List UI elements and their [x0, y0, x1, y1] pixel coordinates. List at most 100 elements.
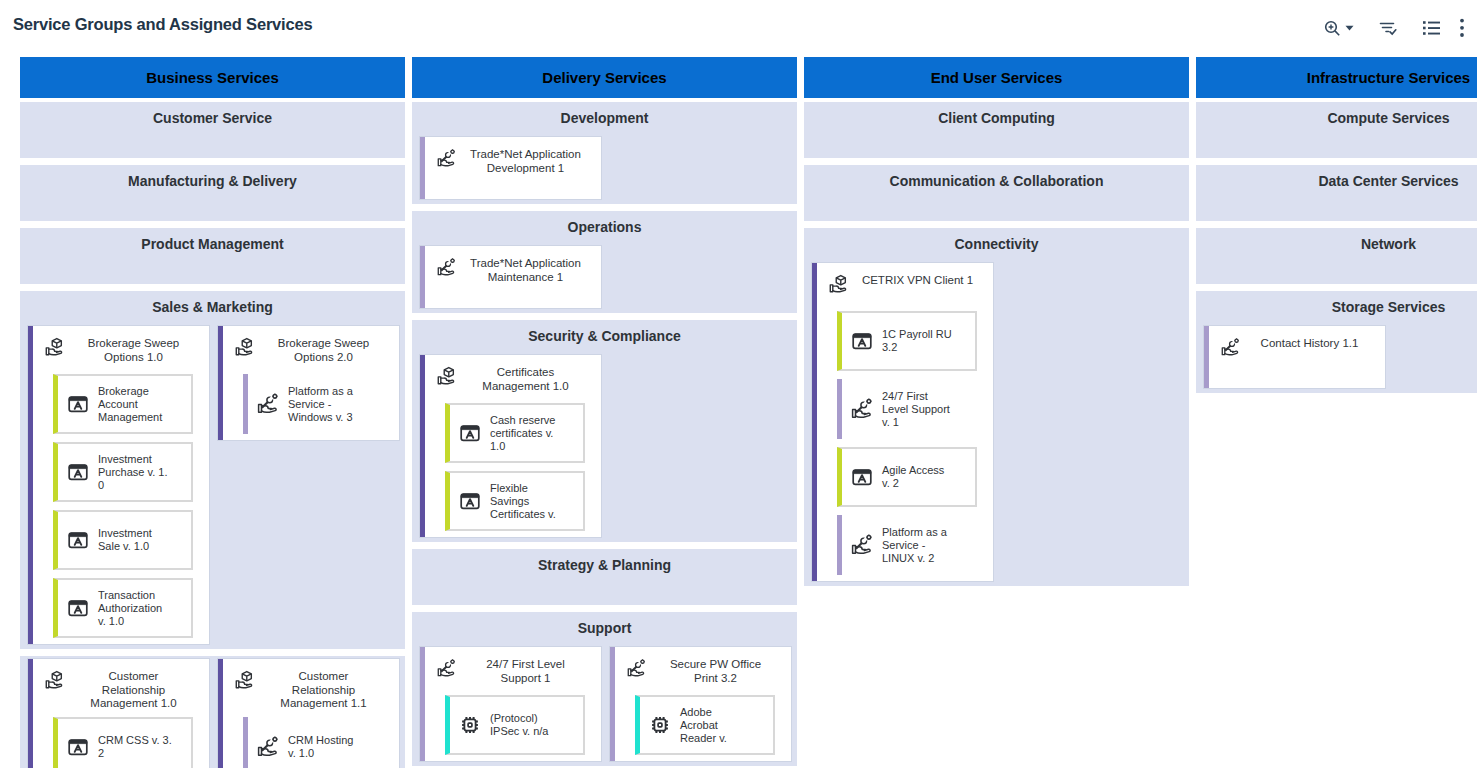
- service-card-certificates-management-1-0[interactable]: Certificates Management 1.0Cash reserve …: [420, 355, 601, 537]
- section-title: Support: [412, 620, 797, 636]
- nested-service-card-investment-sale-v-1-0[interactable]: Investment Sale v. 1.0: [53, 510, 193, 570]
- card-row: Contact History 1.1: [1204, 326, 1477, 388]
- service-card-title: CETRIX VPN Client 1: [856, 274, 985, 305]
- nested-card-list: 1C Payroll RU 3.2 24/7 First Level Suppor…: [837, 311, 977, 575]
- service-card-header: Customer Relationship Management 1.1: [223, 659, 399, 717]
- service-card-header: Trade*Net Application Development 1: [425, 137, 601, 185]
- card-row: Trade*Net Application Maintenance 1: [420, 246, 791, 308]
- service-box-icon: [436, 366, 457, 387]
- column-header-infrastructure-services: Infrastructure Services: [1196, 57, 1477, 98]
- section-support: Support 24/7 First Level Support 1 (Protoc…: [412, 612, 797, 766]
- filter-icon: [1378, 19, 1398, 37]
- section-title: Development: [412, 110, 797, 126]
- service-wrench-icon: [626, 658, 647, 679]
- service-box-icon: [44, 337, 65, 358]
- nested-service-card-crm-hosting-v-1-0[interactable]: CRM Hosting v. 1.0: [243, 717, 383, 768]
- service-card-header: Customer Relationship Management 1.0: [33, 659, 209, 717]
- service-card-trade-net-application-development-1[interactable]: Trade*Net Application Development 1: [420, 137, 601, 199]
- nested-service-card-brokerage-account-management[interactable]: Brokerage Account Management: [53, 374, 193, 434]
- section-title: Data Center Services: [1196, 173, 1477, 189]
- service-card-title: Brokerage Sweep Options 1.0: [72, 337, 201, 368]
- service-card-brokerage-sweep-options-1-0[interactable]: Brokerage Sweep Options 1.0Brokerage Acc…: [28, 326, 209, 644]
- section-title: Client Computing: [804, 110, 1189, 126]
- application-icon: [850, 329, 874, 353]
- service-card-title: Customer Relationship Management 1.1: [262, 670, 391, 711]
- nested-card-title: Brokerage Account Management: [98, 385, 162, 424]
- nested-service-card-flexible-savings-certificates-v[interactable]: Flexible Savings Certificates v.: [445, 471, 585, 531]
- nested-card-list: (Protocol) IPSec v. n/a: [445, 695, 585, 755]
- service-card-contact-history-1-1[interactable]: Contact History 1.1: [1204, 326, 1385, 388]
- top-bar: Service Groups and Assigned Services: [0, 0, 1477, 57]
- service-wrench-icon: [850, 397, 874, 421]
- section-unnamed: Customer Relationship Management 1.0CRM …: [20, 656, 405, 768]
- section-sales-marketing: Sales & MarketingBrokerage Sweep Options…: [20, 291, 405, 649]
- overflow-menu-button[interactable]: [1453, 16, 1471, 40]
- service-card-cetrix-vpn-client-1[interactable]: CETRIX VPN Client 1 1C Payroll RU 3.2 24/7…: [812, 263, 993, 581]
- zoom-menu-button[interactable]: [1311, 16, 1366, 40]
- service-wrench-icon: [436, 257, 457, 278]
- service-box-icon: [234, 337, 255, 358]
- chevron-down-icon: [1345, 25, 1354, 31]
- application-icon: [66, 735, 90, 759]
- service-card-customer-relationship-management-1-1[interactable]: Customer Relationship Management 1.1CRM …: [218, 659, 399, 768]
- service-wrench-icon: [850, 533, 874, 557]
- service-card-title: Trade*Net Application Maintenance 1: [464, 257, 593, 288]
- service-card-title: Certificates Management 1.0: [464, 366, 593, 397]
- filter-button[interactable]: [1366, 16, 1410, 40]
- column-business-services: Business ServicesCustomer ServiceManufac…: [20, 57, 405, 768]
- service-card-24-7-first-level-support-1[interactable]: 24/7 First Level Support 1 (Protocol) IPS…: [420, 647, 601, 761]
- nested-service-card-platform-as-a-service-linux-v-2[interactable]: Platform as a Service - LINUX v. 2: [837, 515, 977, 575]
- column-end-user-services: End User ServicesClient ComputingCommuni…: [804, 57, 1189, 593]
- column-delivery-services: Delivery ServicesDevelopmentTrade*Net Ap…: [412, 57, 797, 768]
- card-row: Trade*Net Application Development 1: [420, 137, 791, 199]
- service-card-title: Customer Relationship Management 1.0: [72, 670, 201, 711]
- nested-service-card-adobe-acrobat-reader-v[interactable]: Adobe Acrobat Reader v.: [635, 695, 775, 755]
- section-storage-services: Storage ServicesContact History 1.1: [1196, 291, 1477, 393]
- nested-service-card-platform-as-a-service-windows-v-3[interactable]: Platform as a Service - Windows v. 3: [243, 374, 383, 434]
- nested-service-card-investment-purchase-v-1-0[interactable]: Investment Purchase v. 1. 0: [53, 442, 193, 502]
- application-icon: [66, 460, 90, 484]
- section-development: DevelopmentTrade*Net Application Develop…: [412, 102, 797, 204]
- nested-service-card-agile-access-v-2[interactable]: Agile Access v. 2: [837, 447, 977, 507]
- nested-card-title: 24/7 First Level Support v. 1: [882, 390, 950, 429]
- service-card-title: 24/7 First Level Support 1: [464, 658, 593, 689]
- nested-card-title: 1C Payroll RU 3.2: [882, 328, 952, 354]
- nested-service-card-protocol-ipsec-v-n-a[interactable]: (Protocol) IPSec v. n/a: [445, 695, 585, 755]
- section-connectivity: ConnectivityCETRIX VPN Client 11C Payrol…: [804, 228, 1189, 586]
- nested-card-title: Flexible Savings Certificates v.: [490, 482, 556, 521]
- nested-card-title: Platform as a Service - LINUX v. 2: [882, 526, 947, 565]
- column-header-business-services: Business Services: [20, 57, 405, 98]
- nested-service-card-1c-payroll-ru-3-2[interactable]: 1C Payroll RU 3.2: [837, 311, 977, 371]
- toolbar: [1311, 16, 1471, 40]
- service-wrench-icon: [436, 658, 457, 679]
- section-strategy-planning: Strategy & Planning: [412, 549, 797, 605]
- list-view-button[interactable]: [1410, 16, 1453, 40]
- section-title: Sales & Marketing: [20, 299, 405, 315]
- section-title: Communication & Collaboration: [804, 173, 1189, 189]
- section-product-management: Product Management: [20, 228, 405, 284]
- section-customer-service: Customer Service: [20, 102, 405, 158]
- nested-card-title: Platform as a Service - Windows v. 3: [288, 385, 353, 424]
- card-row: CETRIX VPN Client 1 1C Payroll RU 3.2 24/7…: [812, 263, 1183, 581]
- section-data-center-services: Data Center Services: [1196, 165, 1477, 221]
- nested-service-card-crm-css-v-3-2[interactable]: CRM CSS v. 3. 2: [53, 717, 193, 768]
- service-card-secure-pw-office-print-3-2[interactable]: Secure PW Office Print 3.2Adobe Acrobat …: [610, 647, 791, 761]
- nested-service-card-24-7-first-level-support-v-1[interactable]: 24/7 First Level Support v. 1: [837, 379, 977, 439]
- service-card-header: Brokerage Sweep Options 1.0: [33, 326, 209, 374]
- page-title: Service Groups and Assigned Services: [13, 15, 312, 34]
- service-card-header: Trade*Net Application Maintenance 1: [425, 246, 601, 294]
- nested-card-list: Cash reserve certificates v. 1.0Flexible…: [445, 403, 585, 531]
- service-card-brokerage-sweep-options-2-0[interactable]: Brokerage Sweep Options 2.0Platform as a…: [218, 326, 399, 440]
- nested-service-card-transaction-authorization-v-1-0[interactable]: Transaction Authorization v. 1.0: [53, 578, 193, 638]
- service-card-title: Trade*Net Application Development 1: [464, 148, 593, 179]
- section-operations: OperationsTrade*Net Application Maintena…: [412, 211, 797, 313]
- service-card-customer-relationship-management-1-0[interactable]: Customer Relationship Management 1.0CRM …: [28, 659, 209, 768]
- service-card-trade-net-application-maintenance-1[interactable]: Trade*Net Application Maintenance 1: [420, 246, 601, 308]
- nested-card-title: Cash reserve certificates v. 1.0: [490, 414, 555, 453]
- service-card-header: Certificates Management 1.0: [425, 355, 601, 403]
- nested-service-card-cash-reserve-certificates-v-1-0[interactable]: Cash reserve certificates v. 1.0: [445, 403, 585, 463]
- section-client-computing: Client Computing: [804, 102, 1189, 158]
- column-header-end-user-services: End User Services: [804, 57, 1189, 98]
- nested-card-list: CRM Hosting v. 1.0: [243, 717, 383, 768]
- nested-card-title: Transaction Authorization v. 1.0: [98, 589, 162, 628]
